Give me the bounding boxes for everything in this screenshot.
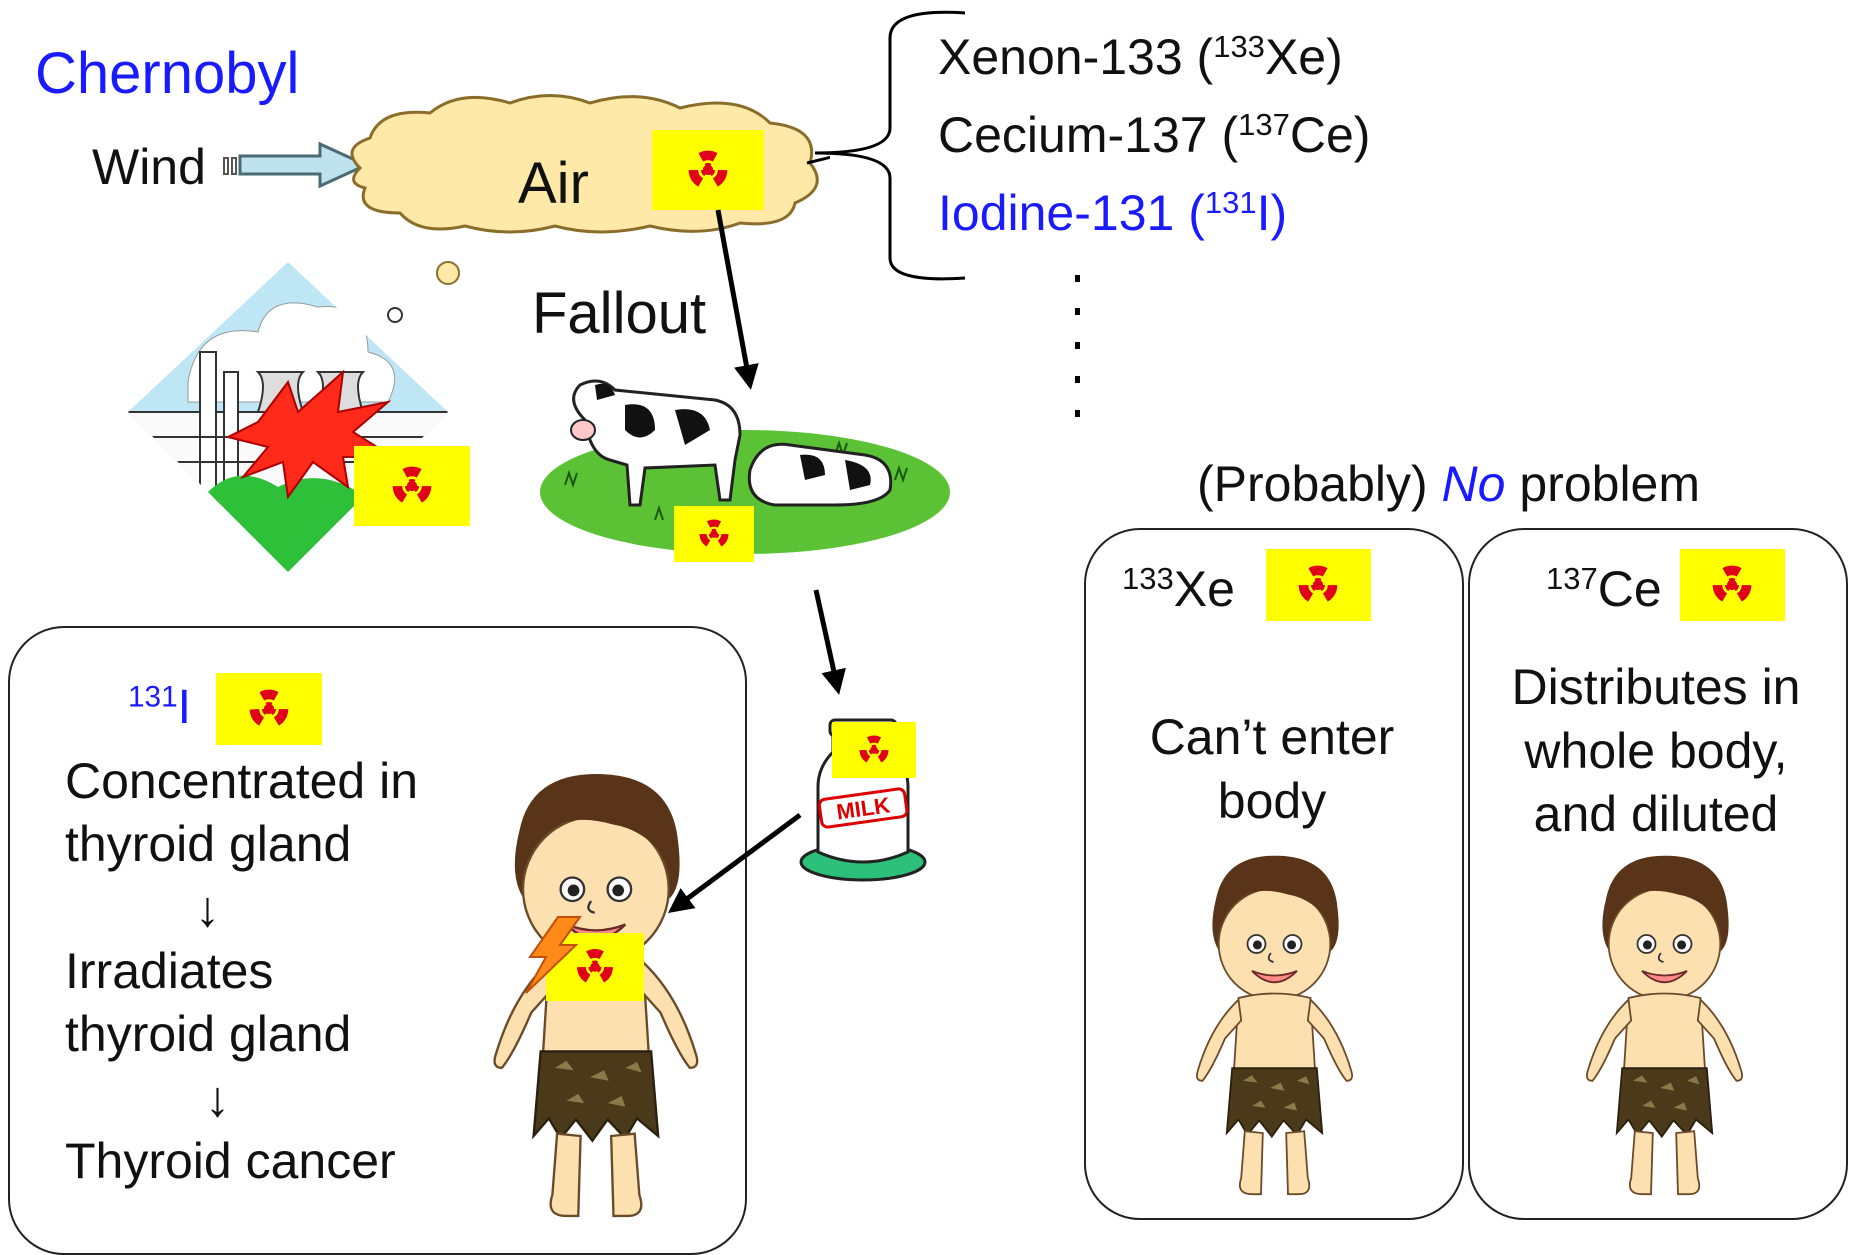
radiation-icon-grass xyxy=(674,506,754,562)
radiation-icon-milk xyxy=(832,722,916,778)
isotope-cesium: Cecium-137 (137Ce) xyxy=(938,106,1371,163)
wind-arrow xyxy=(223,141,370,189)
iodine-effect-line4: thyroid gland xyxy=(65,1006,352,1062)
page-title: Chernobyl xyxy=(35,41,300,106)
xenon-effect-line2: body xyxy=(1217,773,1327,829)
isotope-brace xyxy=(814,10,966,281)
xenon-effect-line1: Can’t enter xyxy=(1149,709,1395,765)
cesium-effect-line2: whole body, xyxy=(1524,723,1788,779)
iodine-effect-line5: Thyroid cancer xyxy=(65,1133,396,1189)
down-arrow-2: ↓ xyxy=(205,1071,230,1127)
grass-to-milk-arrow xyxy=(813,589,846,695)
cesium-symbol: 137Ce xyxy=(1546,560,1662,617)
radiation-icon-plant xyxy=(354,446,470,526)
radiation-icon-iodine xyxy=(216,673,322,745)
iodine-symbol: 131I xyxy=(128,680,191,734)
radiation-icon-cesium xyxy=(1680,549,1785,621)
milk-to-boy-arrow xyxy=(667,812,802,913)
cows-grazing xyxy=(540,379,950,554)
air-label: Air xyxy=(518,151,589,216)
iodine-effect-line1: Concentrated in xyxy=(65,753,419,809)
iodine-effect-line2: thyroid gland xyxy=(65,816,352,872)
radiation-icon-xenon xyxy=(1266,549,1371,621)
cesium-effect-line3: and diluted xyxy=(1533,786,1779,842)
thought-bubbles xyxy=(387,261,460,323)
cesium-effect-line1: Distributes in xyxy=(1511,659,1801,715)
down-arrow-1: ↓ xyxy=(195,881,220,937)
irradiation-bolt-icon xyxy=(525,916,582,994)
wind-label: Wind xyxy=(92,139,206,195)
iodine-effect-line3: Irradiates xyxy=(65,943,274,999)
isotope-iodine: Iodine-131 (131I) xyxy=(938,184,1288,241)
ellipsis-dots xyxy=(1075,275,1080,417)
boy-figure-xenon xyxy=(1150,845,1390,1205)
xenon-symbol: 133Xe xyxy=(1122,560,1235,617)
boy-figure-cesium xyxy=(1540,845,1780,1205)
isotope-xenon: Xenon-133 (133Xe) xyxy=(938,28,1343,85)
fallout-label: Fallout xyxy=(532,281,707,346)
no-problem-heading: (Probably) No problem xyxy=(1197,456,1701,512)
fallout-arrow xyxy=(715,209,759,390)
radiation-icon-air xyxy=(652,130,764,210)
